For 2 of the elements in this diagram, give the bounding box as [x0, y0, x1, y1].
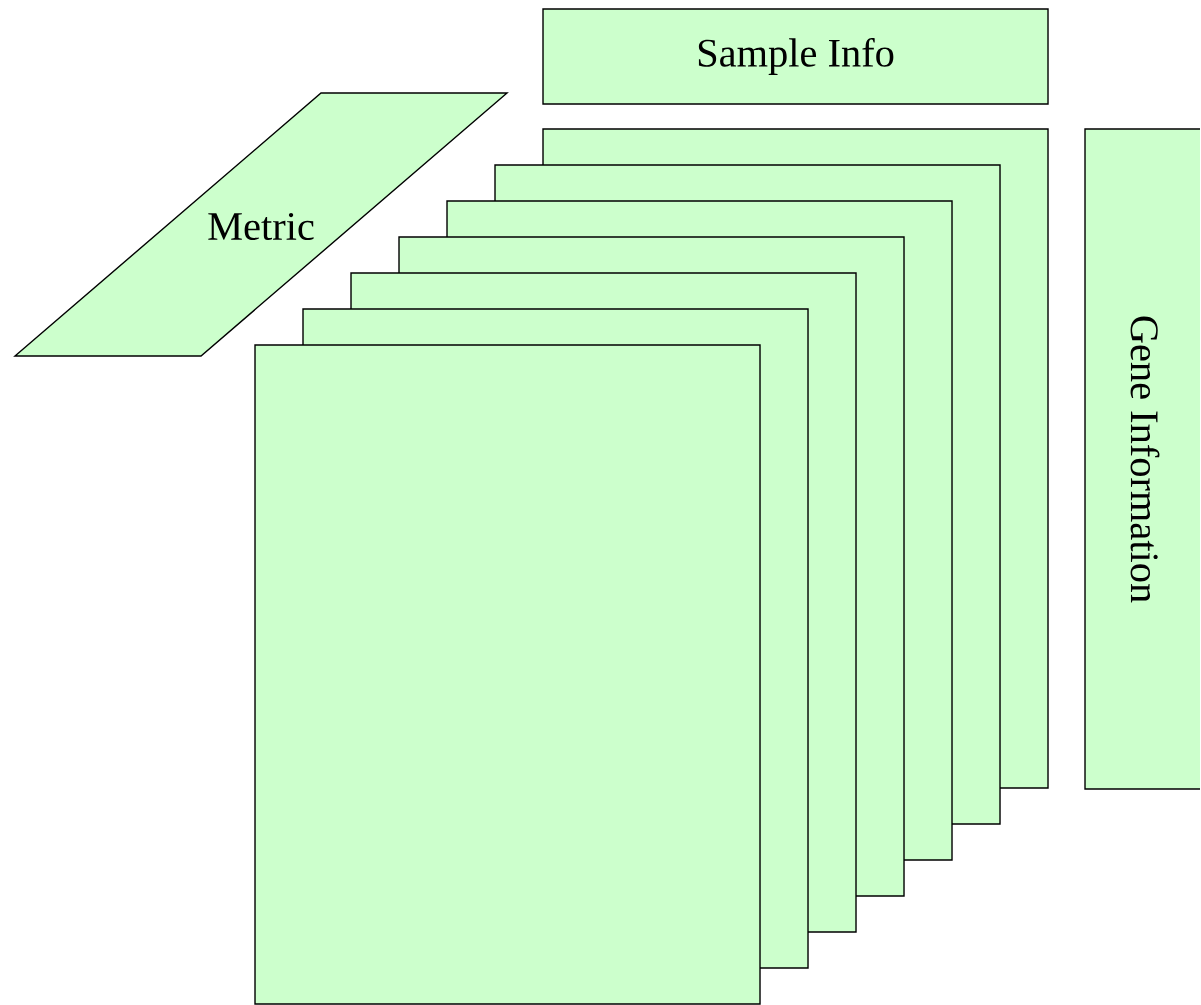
label-box: Sample Info — [542, 8, 1049, 105]
label-box: Gene Information — [1084, 128, 1201, 790]
